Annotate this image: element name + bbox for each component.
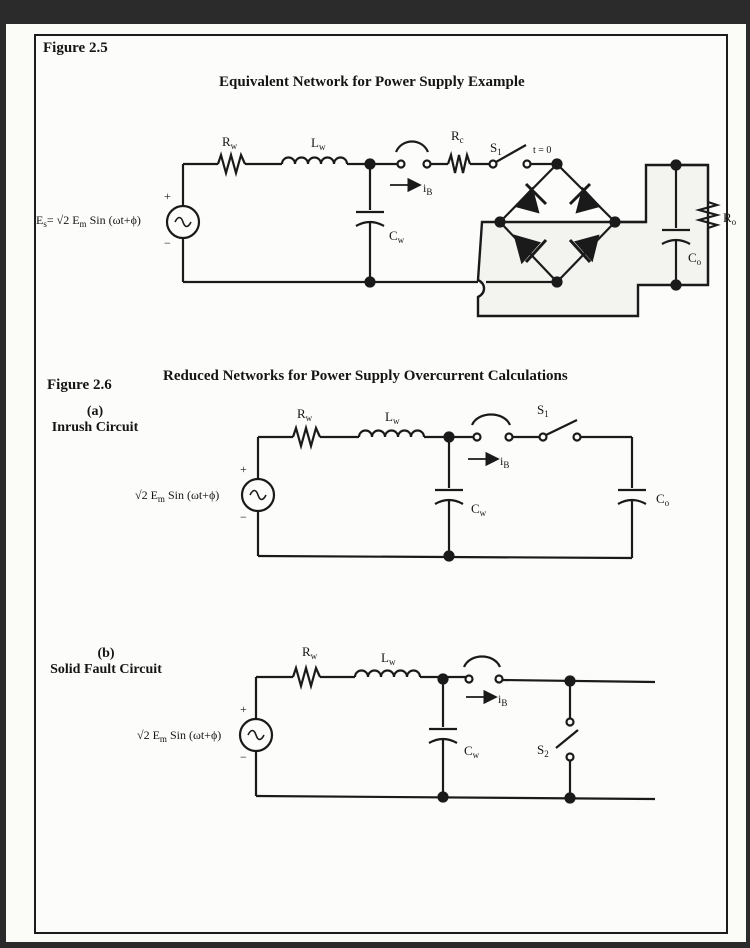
breaker-icon (462, 655, 502, 668)
label-s1: S1 (537, 402, 549, 419)
figure-2-5-label: Figure 2.5 (43, 40, 108, 56)
figure-2-5-labels: + − Rw Lw Rc S1 t = 0 iB Cw Co Ro Es= √2… (36, 128, 737, 267)
inductor-icon (353, 669, 422, 678)
diode-icon (568, 234, 600, 264)
resistor-icon (446, 150, 472, 174)
subfigure-a-letter: (a) (86, 404, 104, 419)
svg-text:+: + (240, 462, 247, 476)
diode-icon (513, 182, 548, 214)
label-lw: Lw (381, 650, 396, 667)
breaker-contact-left (396, 159, 406, 169)
ac-source-wave (174, 216, 192, 228)
breaker-contact-right (422, 159, 432, 169)
minus-sign: − (164, 236, 171, 250)
figure-2-5-circuit (165, 140, 722, 318)
subfigure-b-label: (b) Solid Fault Circuit (40, 646, 172, 678)
label-ib: iB (498, 692, 507, 708)
label-lw: Lw (311, 135, 326, 152)
document-page (6, 24, 746, 942)
switch-icon (545, 419, 578, 436)
diode-icon (513, 234, 548, 265)
resistor-icon (291, 663, 322, 691)
label-lw: Lw (385, 409, 400, 426)
label-ib: iB (500, 454, 509, 470)
label-rc: Rc (451, 128, 464, 145)
diode-icon (568, 182, 602, 214)
breaker-icon (394, 140, 430, 153)
label-rw: Rw (222, 134, 238, 151)
resistor-icon (694, 200, 722, 230)
inductor-icon (280, 156, 349, 165)
label-rw: Rw (297, 406, 313, 423)
svg-text:+: + (240, 702, 247, 716)
switch-icon (495, 144, 527, 163)
label-cw: Cw (471, 501, 487, 518)
label-cw: Cw (464, 743, 480, 760)
svg-text:−: − (240, 750, 247, 764)
switch-contact-right (522, 159, 532, 169)
label-cw: Cw (389, 228, 405, 245)
label-t0: t = 0 (533, 145, 551, 156)
label-s2: S2 (537, 742, 549, 759)
label-ib: iB (423, 181, 432, 197)
figure-2-6-label: Figure 2.6 (47, 377, 112, 393)
breaker-icon (470, 413, 512, 426)
switch-icon (555, 729, 579, 749)
subfigure-a-label: (a) Inrush Circuit (40, 404, 150, 436)
plus-sign: + (164, 189, 171, 203)
label-s1: S1 (490, 140, 502, 157)
label-co: Co (656, 491, 670, 508)
figure-2-6-title: Reduced Networks for Power Supply Overcu… (163, 368, 568, 384)
subfigure-a-name: Inrush Circuit (51, 420, 139, 435)
svg-text:−: − (240, 510, 247, 524)
figure-2-5-title: Equivalent Network for Power Supply Exam… (219, 74, 525, 90)
label-ro: Ro (723, 210, 737, 227)
figure-frame (34, 34, 728, 934)
subfigure-b-letter: (b) (97, 646, 115, 661)
switch-contact-left (488, 159, 498, 169)
inrush-circuit (240, 413, 647, 562)
label-rw: Rw (302, 644, 318, 661)
resistor-icon (216, 150, 247, 178)
subfigure-b-name: Solid Fault Circuit (50, 662, 162, 677)
resistor-icon (291, 423, 322, 451)
label-co: Co (688, 250, 702, 267)
inductor-icon (357, 429, 426, 438)
solid-fault-circuit (238, 655, 656, 804)
